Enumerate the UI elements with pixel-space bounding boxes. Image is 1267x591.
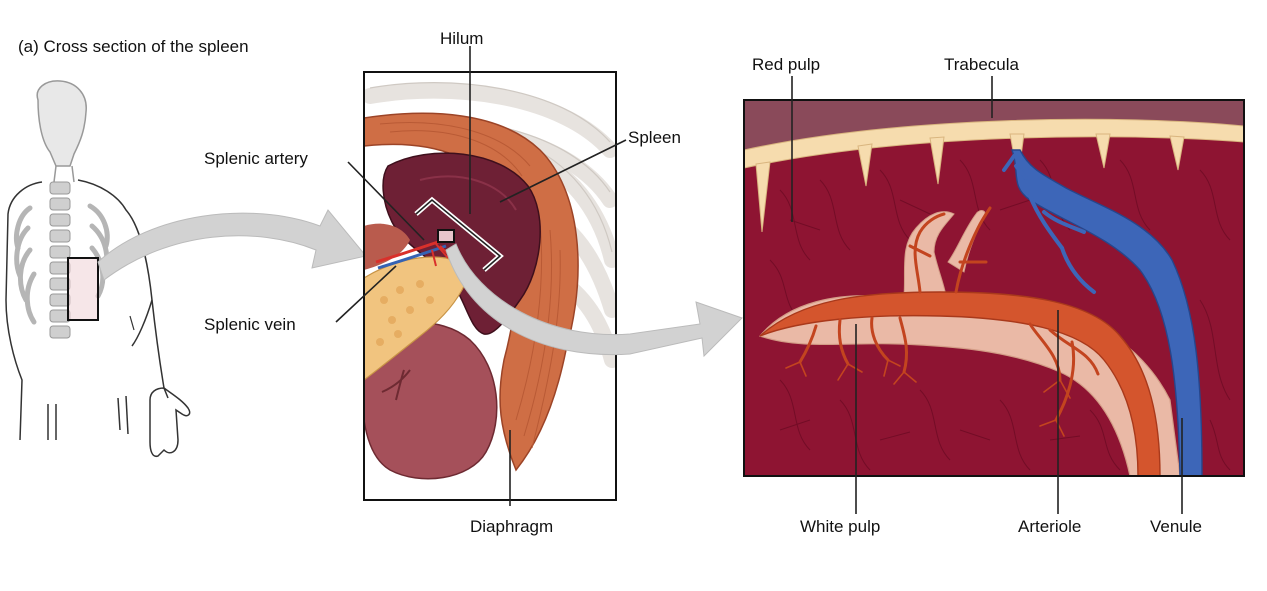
- label-red-pulp: Red pulp: [752, 55, 820, 74]
- trabecula-spurs: [755, 133, 1185, 233]
- leader-spleen: [499, 139, 627, 203]
- label-white-pulp: White pulp: [800, 517, 880, 536]
- zoom-arrow-body-to-section: [97, 209, 367, 281]
- figure-title: (a) Cross section of the spleen: [18, 37, 249, 56]
- capsule: [744, 100, 1244, 150]
- section-zoom-box: [437, 229, 455, 243]
- kidney: [364, 322, 498, 480]
- venule-vessel: [1011, 149, 1203, 476]
- body-outline: [5, 80, 191, 458]
- label-venule: Venule: [1150, 517, 1202, 536]
- detail-panel: [743, 99, 1245, 477]
- arteriole-branches: [798, 206, 1100, 422]
- label-spleen: Spleen: [628, 128, 681, 147]
- label-hilum: Hilum: [440, 29, 483, 48]
- label-arteriole: Arteriole: [1018, 517, 1081, 536]
- label-splenic-vein: Splenic vein: [204, 315, 296, 334]
- zoom-arrow-section-to-detail: [445, 243, 743, 358]
- venule-branches: [1002, 154, 1096, 294]
- label-splenic-artery: Splenic artery: [204, 149, 308, 168]
- trabecula-band: [744, 118, 1244, 169]
- label-trabecula: Trabecula: [944, 55, 1020, 74]
- leader-splenic-vein: [335, 265, 397, 323]
- label-diaphragm: Diaphragm: [470, 517, 553, 536]
- body-spleen-highlight: [67, 257, 99, 321]
- leader-lines: [335, 46, 1183, 514]
- section-panel: [363, 71, 617, 501]
- leader-splenic-artery: [347, 161, 425, 241]
- pancreas: [364, 256, 466, 381]
